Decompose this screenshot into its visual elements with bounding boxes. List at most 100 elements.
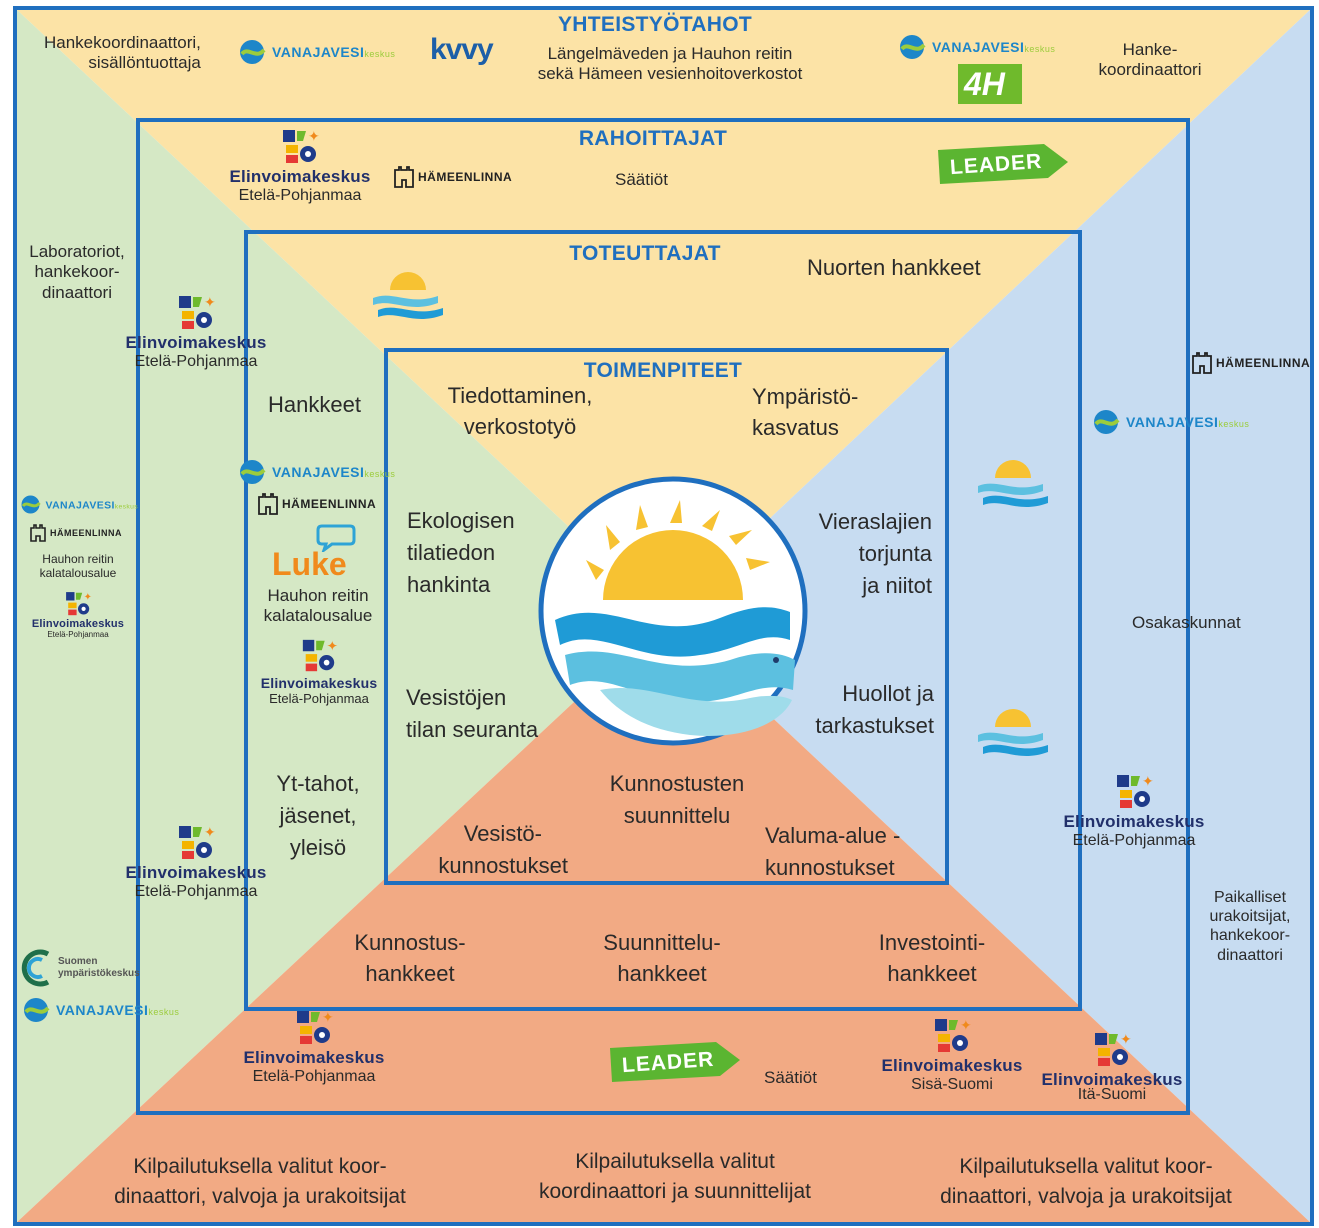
svg-text:✦: ✦ [204, 294, 216, 310]
elinvoimakeskus-icon: ✦ [66, 592, 92, 616]
elinvoimakeskus-icon: ✦ [302, 638, 338, 672]
elinvoimakeskus-logo: ✦ Elinvoimakeskus Sisä-Suomi [881, 1017, 1023, 1093]
vanajavesi-icon [24, 998, 50, 1022]
leader-arrow-icon [938, 144, 1068, 184]
top-left-note: Hankekoordinaattori, sisällöntuottaja [44, 33, 201, 73]
bottom-band-left: Kilpailutuksella valitut koor- dinaattor… [114, 1155, 406, 1209]
yt-tahot-label: Yt-tahot, jäsenet, yleisö [276, 771, 360, 860]
waves-fish-icon [555, 607, 795, 736]
svg-text:✦: ✦ [1120, 1031, 1132, 1047]
tiedottaminen-label: Tiedottaminen, verkostotyö [447, 383, 593, 439]
svg-text:✦: ✦ [327, 638, 338, 653]
saatiot-top: Säätiöt [615, 170, 668, 189]
vanajavesi-icon [21, 495, 41, 514]
toteuttajat-frame [244, 230, 1082, 1011]
sun-wave-icon-1 [373, 272, 443, 319]
hameenlinna-logo: HÄMEENLINNA [394, 166, 512, 188]
vanajavesi-icon [900, 35, 926, 59]
4h-logo: 4H [958, 64, 1022, 104]
elinvoimakeskus-logo: ✦ Elinvoimakeskus Etelä-Pohjanmaa [229, 128, 371, 204]
castle-icon [258, 493, 278, 515]
elinvoimakeskus-icon: ✦ [179, 824, 216, 859]
vesistojen-seuranta-label: Vesistöjen tilan seuranta [406, 685, 539, 742]
vanajavesi-logo: VANAJAVESIkeskus [20, 494, 138, 515]
bottom-band-center: Kilpailutuksella valitut koordinaattori … [539, 1150, 811, 1204]
right-quadrant [665, 8, 1312, 1224]
center-emblem [538, 476, 808, 746]
vanajavesi-logo: VANAJAVESIkeskus [22, 996, 179, 1024]
elinvoimakeskus-logo: ✦ Elinvoimakeskus Itä-Suomi [1041, 1031, 1183, 1103]
hauhon-small-note: Hauhon reitin kalatalousalue [39, 552, 117, 581]
sun-wave-icon-3 [978, 709, 1048, 756]
rahoittajat-frame [136, 118, 1190, 1115]
kunnostushankkeet: Kunnostus- hankkeet [354, 930, 466, 986]
toimenpiteet-frame [384, 348, 949, 885]
vanajavesi-logo: VANAJAVESIkeskus [1092, 408, 1249, 436]
leader-logo: LEADER [610, 1042, 740, 1084]
sun-icon [586, 500, 770, 600]
saatiot-bottom: Säätiöt [764, 1068, 817, 1087]
sun-wave-icon-2 [978, 460, 1048, 507]
vesistokunnostukset-label: Vesistö- kunnostukset [438, 821, 568, 878]
header-toimenpiteet: TOIMENPITEET [583, 359, 743, 382]
svg-text:✦: ✦ [322, 1009, 334, 1025]
leader-logo: LEADER [938, 144, 1068, 186]
vanajavesi-logo: VANAJAVESIkeskus [238, 38, 395, 66]
outer-frame [13, 6, 1314, 1226]
kvvy-logo: kvvy [430, 33, 494, 66]
svg-text:✦: ✦ [84, 592, 92, 603]
elinvoimakeskus-logo: ✦ Elinvoimakeskus Etelä-Pohjanmaa [31, 591, 125, 639]
vanajavesi-logo: VANAJAVESIkeskus [898, 33, 1055, 61]
syke-icon [21, 949, 50, 987]
suunnitteluhankkeet: Suunnittelu- hankkeet [603, 930, 721, 986]
vanajavesi-logo: VANAJAVESIkeskus [238, 458, 395, 486]
elinvoimakeskus-logo: ✦ Elinvoimakeskus Etelä-Pohjanmaa [243, 1009, 385, 1085]
castle-icon [1192, 352, 1212, 374]
svg-text:✦: ✦ [204, 824, 216, 840]
left-band-note: Laboratoriot, hankekoor- dinaattori [29, 242, 125, 302]
hankkeet-label: Hankkeet [268, 392, 361, 417]
huollot-label: Huollot ja tarkastukset [815, 681, 934, 738]
vieraslajien-label: Vieraslajien torjunta ja niitot [818, 509, 932, 598]
left-quadrant [15, 8, 665, 1224]
bottom-band-right: Kilpailutuksella valitut koor- dinaattor… [940, 1155, 1232, 1209]
vanajavesi-icon [240, 40, 266, 64]
nuorten-hankkeet: Nuorten hankkeet [807, 255, 981, 280]
luke-logo: Luke [272, 524, 356, 583]
leader-arrow-icon [610, 1042, 740, 1082]
hameenlinna-logo: HÄMEENLINNA [30, 524, 122, 542]
bottom-quadrant [15, 617, 1312, 1224]
ekologisen-label: Ekologisen tilatiedon hankinta [407, 508, 515, 597]
top-center-note: Längelmäveden ja Hauhon reitin sekä Häme… [537, 44, 803, 84]
speech-bubble-icon [316, 524, 356, 552]
hauhon-reitin-note: Hauhon reitin kalatalousalue [263, 586, 373, 626]
elinvoimakeskus-icon: ✦ [1117, 773, 1154, 808]
valuma-alue-label: Valuma-alue - kunnostukset [765, 823, 901, 880]
investointihankkeet: Investointi- hankkeet [878, 930, 986, 986]
header-rahoittajat: RAHOITTAJAT [578, 127, 728, 150]
castle-icon [394, 166, 414, 188]
elinvoimakeskus-icon: ✦ [935, 1017, 972, 1052]
ymparistokasvatus-label: Ympäristö- kasvatus [752, 384, 859, 440]
elinvoimakeskus-icon: ✦ [283, 128, 320, 163]
hameenlinna-logo: HÄMEENLINNA [1192, 352, 1310, 374]
elinvoimakeskus-icon: ✦ [179, 294, 216, 329]
kunnostusten-suunnittelu-label: Kunnostusten suunnittelu [609, 771, 745, 828]
elinvoimakeskus-logo: ✦ Elinvoimakeskus Etelä-Pohjanmaa [260, 638, 378, 706]
header-yhteistyotahot: YHTEISTYÖTAHOT [558, 13, 752, 36]
elinvoimakeskus-icon: ✦ [297, 1009, 334, 1044]
elinvoimakeskus-logo: ✦ Elinvoimakeskus Etelä-Pohjanmaa [125, 294, 267, 370]
top-right-note: Hanke- koordinaattori [1098, 40, 1202, 80]
svg-text:✦: ✦ [960, 1017, 972, 1033]
castle-icon [30, 524, 46, 542]
elinvoimakeskus-logo: ✦ Elinvoimakeskus Etelä-Pohjanmaa [1063, 773, 1205, 849]
vanajavesi-icon [240, 460, 266, 484]
hameenlinna-logo: HÄMEENLINNA [258, 493, 376, 515]
osakaskunnat-label: Osakaskunnat [1132, 613, 1241, 632]
right-band-note: Paikalliset urakoitsijat, hankekoor- din… [1209, 889, 1291, 964]
svg-text:✦: ✦ [308, 128, 320, 144]
svg-text:✦: ✦ [1142, 773, 1154, 789]
header-toteuttajat: TOTEUTTAJAT [569, 242, 721, 265]
elinvoimakeskus-icon: ✦ [1095, 1031, 1132, 1066]
